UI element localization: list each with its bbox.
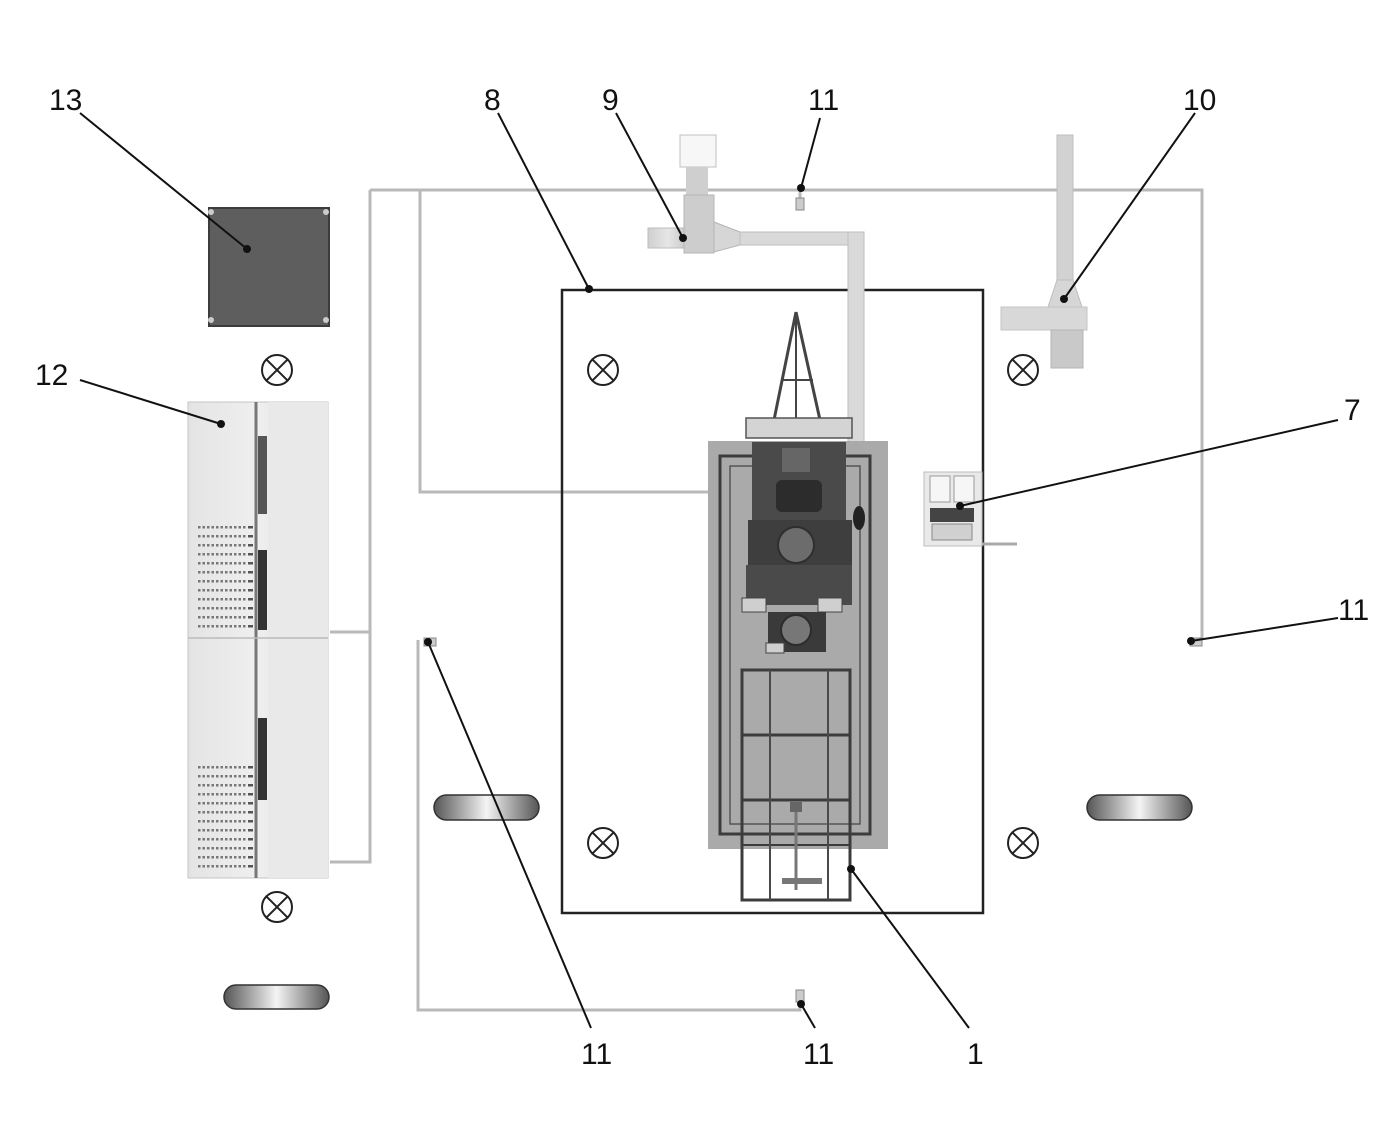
control-box <box>923 471 1017 547</box>
engine-assembly <box>708 311 888 902</box>
leader-lines <box>79 112 1339 1029</box>
rack-indicator-grid-upper <box>198 526 253 628</box>
control-cabinet <box>208 207 330 327</box>
circle-x-icon <box>587 827 619 859</box>
callout-1: 1 <box>967 1038 984 1071</box>
callout-11-bottom-left: 11 <box>581 1038 612 1071</box>
piping-network <box>330 188 1204 1012</box>
callout-10: 10 <box>1183 84 1216 117</box>
callout-11-bottom-mid: 11 <box>803 1038 834 1071</box>
circle-x-icon <box>261 354 293 386</box>
lamp-left <box>223 984 330 1010</box>
callout-9: 9 <box>602 84 619 117</box>
callout-12: 12 <box>35 359 68 392</box>
sensor-top <box>795 197 805 211</box>
circle-x-icon <box>1007 354 1039 386</box>
lamp-center <box>433 794 540 821</box>
circle-x-icon <box>1007 827 1039 859</box>
callout-11-top: 11 <box>808 84 839 117</box>
callout-11-right: 11 <box>1338 594 1369 627</box>
light-fixtures <box>261 354 1039 923</box>
exhaust-stack <box>1000 134 1088 369</box>
callout-7: 7 <box>1344 394 1361 427</box>
test-bed-frame <box>560 288 985 915</box>
circle-x-icon <box>261 891 293 923</box>
callout-labels: 13 12 8 9 11 10 7 11 11 11 1 <box>35 84 1369 1071</box>
rack-indicator-grid-lower <box>198 766 253 868</box>
callout-8: 8 <box>484 84 501 117</box>
lamp-right <box>1086 794 1193 821</box>
circle-x-icon <box>587 354 619 386</box>
instrument-rack <box>187 401 329 879</box>
callout-13: 13 <box>49 84 82 117</box>
